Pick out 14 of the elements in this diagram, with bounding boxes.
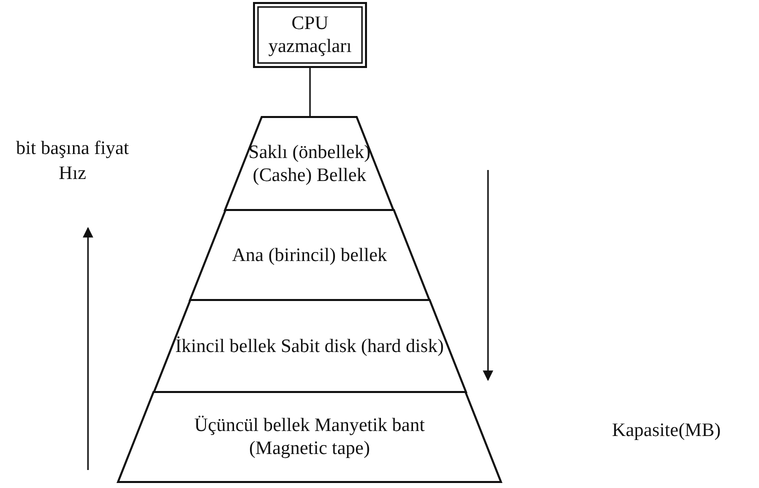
level-label: Ana (birincil) bellek xyxy=(230,244,388,266)
axis-label: Hız xyxy=(58,162,88,185)
pyramid-level xyxy=(190,210,430,300)
pyramid-level xyxy=(118,392,501,482)
level-label: İkincil bellek Sabit disk (hard disk) xyxy=(174,334,445,358)
pyramid-level xyxy=(225,117,394,210)
connector-line xyxy=(309,68,311,117)
register-box xyxy=(253,2,367,68)
box-label: CPU yazmaçları xyxy=(267,12,353,58)
pyramid-level xyxy=(154,300,466,392)
axis-label: Kapasite(MB) xyxy=(612,419,722,442)
level-label: Saklı (önbellek) (Cashe) Bellek xyxy=(248,140,372,186)
level-label: Üçüncül bellek Manyetik bant (Magnetic tape) xyxy=(193,414,426,460)
axis-label: bit başına fiyat xyxy=(15,137,130,160)
